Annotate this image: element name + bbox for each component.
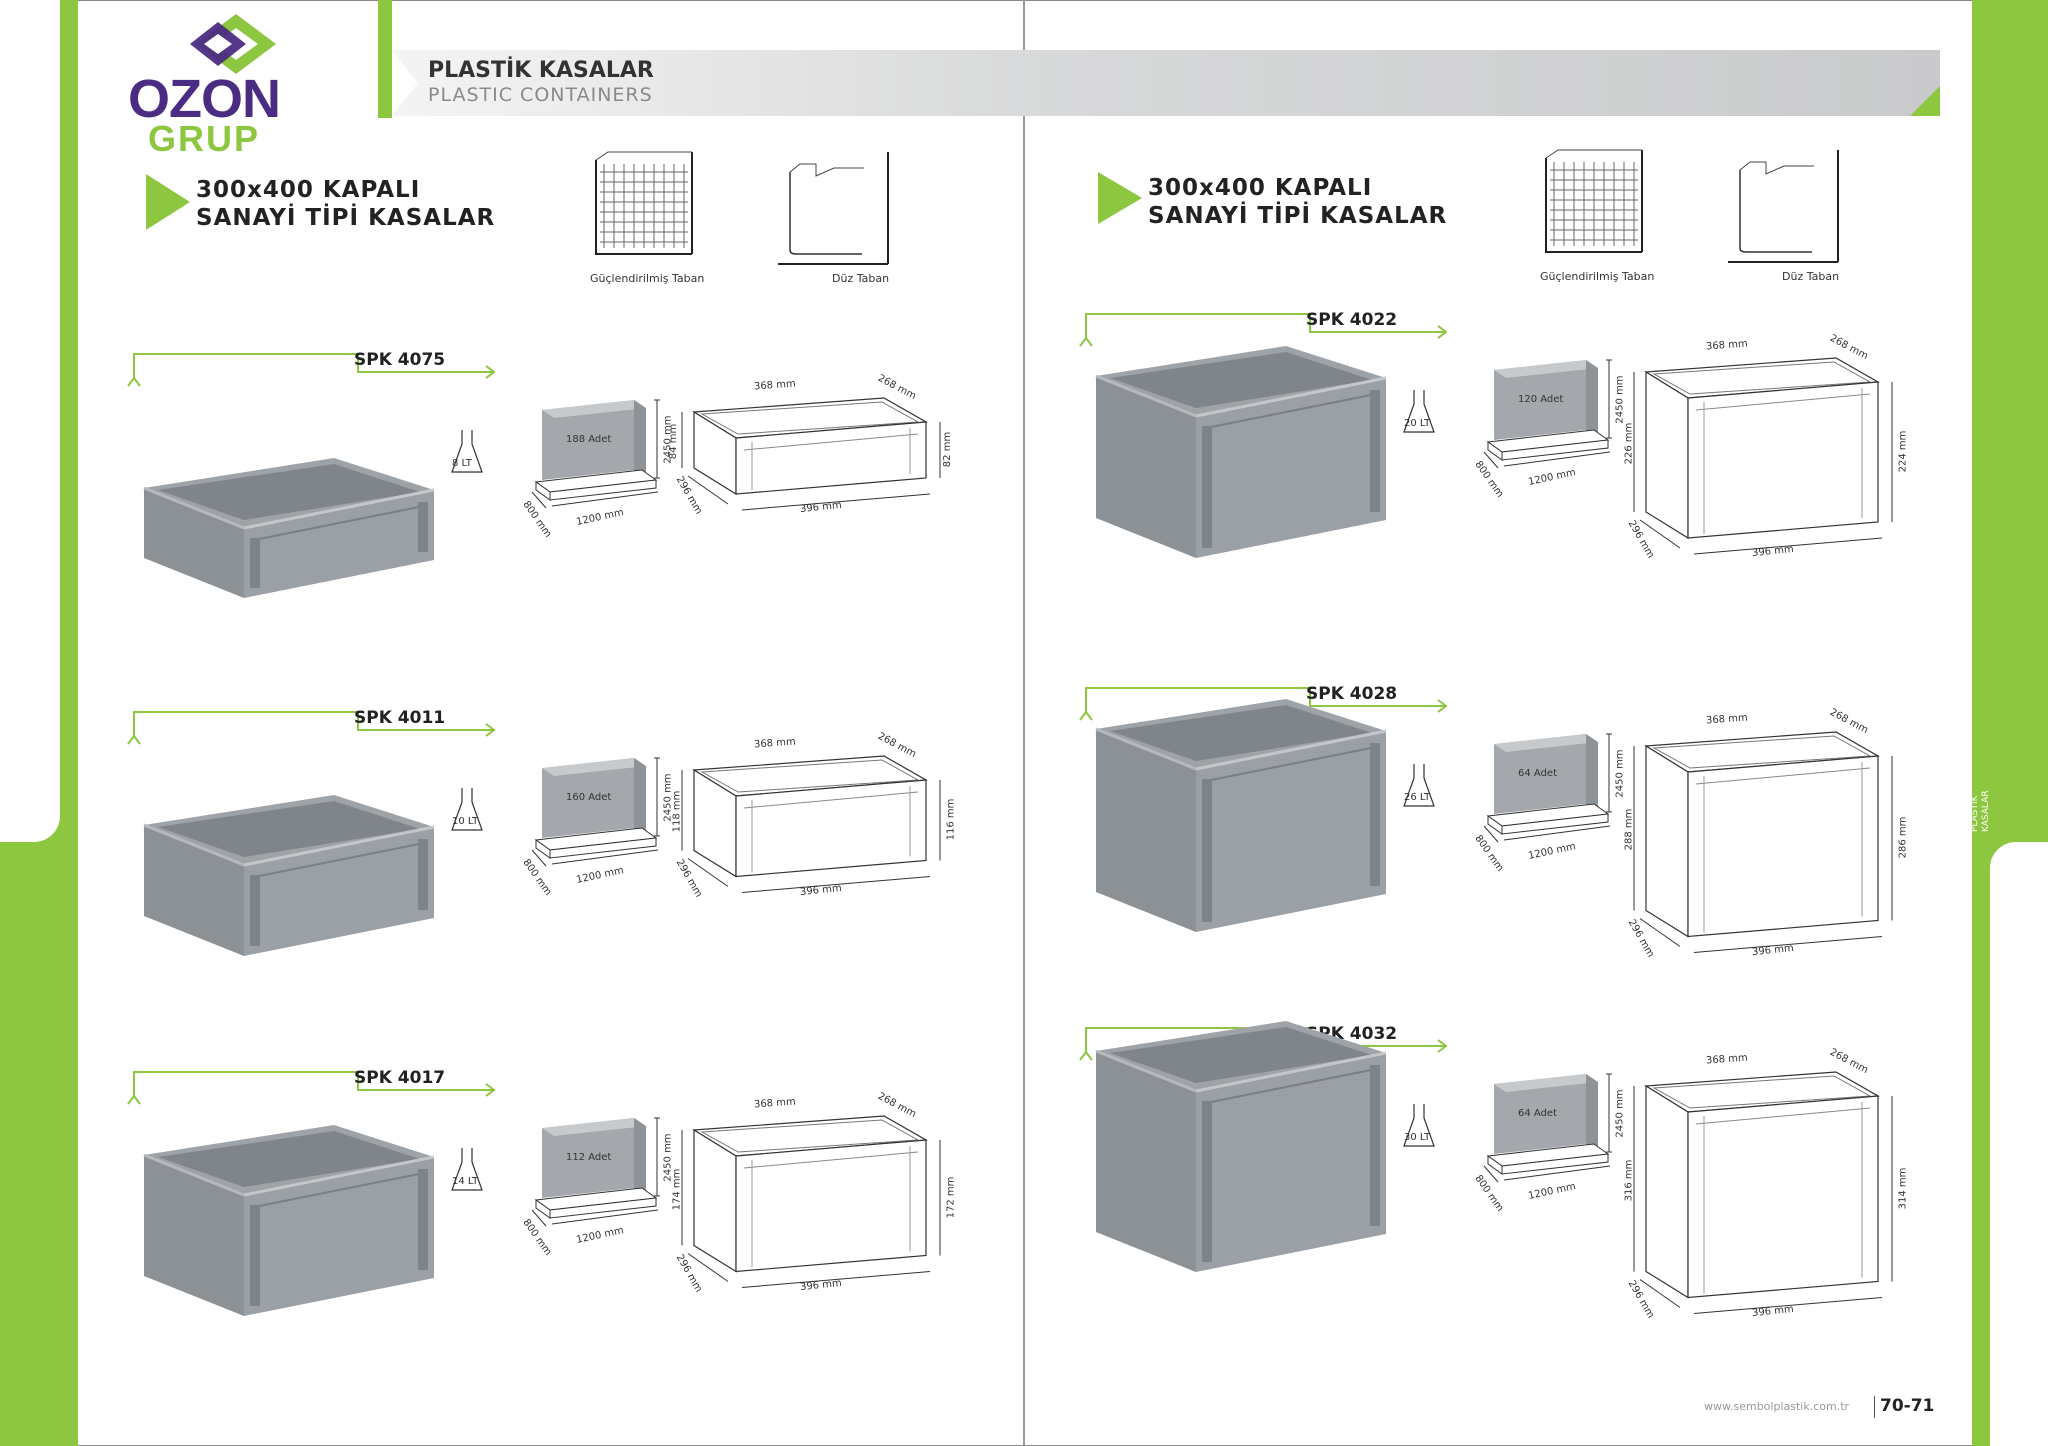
header-title-en: PLASTIC CONTAINERS [428, 84, 653, 106]
product-code: SPK 4011 [354, 708, 446, 728]
flat-base-icon [778, 152, 889, 265]
crate-photo [1095, 346, 1387, 558]
crate-dimension-drawing [1633, 357, 1893, 555]
left-edge-notch [0, 0, 60, 842]
volume-beaker-icon [1403, 1104, 1435, 1147]
volume-beaker-icon [451, 1148, 483, 1191]
crate-photo [143, 1125, 435, 1316]
crate-photo [143, 458, 435, 598]
product-code-bracket [127, 1071, 496, 1105]
inner-height-label: 224 mm [1897, 430, 1909, 473]
pallet-quantity: 64 Adet [1518, 768, 1557, 779]
volume-beaker-icon [451, 788, 483, 831]
volume-label: 10 LT [452, 816, 479, 827]
header-banner-notch [392, 50, 418, 116]
crate-dimension-drawing [1633, 731, 1893, 953]
footer-website[interactable]: www.sembolplastik.com.tr [1704, 1400, 1850, 1413]
product-code: SPK 4028 [1306, 684, 1398, 704]
inner-height-label: 82 mm [942, 431, 954, 468]
volume-label: 20 LT [1404, 418, 1431, 429]
pallet-height-label: 2450 mm [1614, 375, 1626, 424]
footer-divider [1874, 1396, 1875, 1418]
pallet-stack [1483, 1073, 1612, 1183]
product-code-bracket [1079, 313, 1448, 347]
product-code: SPK 4075 [354, 350, 446, 370]
crate-dimension-drawing [1633, 1071, 1893, 1314]
inner-height-label: 116 mm [945, 798, 957, 841]
inner-height-label: 286 mm [1897, 816, 1909, 859]
reinforced-base-label: Güçlendirilmiş Taban [590, 272, 705, 285]
pallet-stack [531, 1117, 660, 1227]
pallet-stack [531, 399, 660, 509]
pallet-stack [1483, 733, 1612, 843]
left-edge-strip [60, 0, 78, 842]
reinforced-base-icon-right [1545, 149, 1643, 253]
page-spine [1023, 0, 1025, 1446]
outer-height-label: 84 mm [668, 423, 680, 460]
crate-photo [143, 795, 435, 956]
side-tab-label: PLASTİK KASALAR [1970, 790, 1991, 832]
pallet-quantity: 112 Adet [566, 1152, 612, 1163]
crate-dimension-drawing [681, 397, 941, 511]
outer-height-label: 174 mm [671, 1168, 683, 1211]
logo-text-ozon: OZON [128, 69, 281, 129]
crate-dimension-drawing [681, 1115, 941, 1288]
volume-label: 26 LT [1404, 792, 1431, 803]
ozon-logo-mark [190, 14, 276, 74]
volume-beaker-icon [1403, 764, 1435, 807]
header-banner [392, 50, 1940, 116]
volume-label: 30 LT [1404, 1132, 1431, 1143]
right-edge-notch [1990, 842, 2048, 1446]
flat-base-icon-right [1728, 150, 1839, 263]
volume-label: 14 LT [452, 1176, 479, 1187]
volume-label: 8 LT [452, 458, 472, 469]
product-code-bracket [127, 711, 496, 745]
crate-photo [1095, 699, 1387, 932]
product-code: SPK 4017 [354, 1068, 446, 1088]
outer-height-label: 118 mm [671, 790, 683, 833]
inner-height-label: 314 mm [1897, 1167, 1909, 1210]
pallet-quantity: 188 Adet [566, 434, 612, 445]
logo-text-grup: GRUP [148, 118, 261, 159]
outer-height-label: 288 mm [1623, 808, 1635, 851]
header-accent-bar [378, 0, 392, 118]
crate-photo [1095, 1021, 1387, 1272]
outer-height-label: 226 mm [1623, 422, 1635, 465]
outer-height-label: 316 mm [1623, 1159, 1635, 1202]
pallet-height-label: 2450 mm [1614, 749, 1626, 798]
reinforced-base-label-right: Güçlendirilmiş Taban [1540, 270, 1655, 283]
flat-base-label-right: Düz Taban [1782, 270, 1840, 283]
product-code: SPK 4022 [1306, 310, 1398, 330]
pallet-stack [531, 757, 660, 867]
header-corner-mark [1910, 86, 1940, 116]
ozon-logo: OZON GRUP [126, 10, 326, 160]
flat-base-label: Düz Taban [832, 272, 890, 285]
crate-dimension-drawing [681, 755, 941, 893]
reinforced-base-icon [595, 151, 693, 255]
volume-beaker-icon [1403, 390, 1435, 433]
section-arrow-icon [146, 174, 190, 230]
product-code-bracket [127, 353, 496, 387]
inner-height-label: 172 mm [945, 1176, 957, 1219]
pallet-quantity: 160 Adet [566, 792, 612, 803]
pallet-quantity: 64 Adet [1518, 1108, 1557, 1119]
pallet-stack [1483, 359, 1612, 469]
volume-beaker-icon [451, 430, 483, 473]
product-code-bracket [1079, 687, 1448, 721]
section-title-right: 300x400 KAPALI SANAYİ TİPİ KASALAR [1148, 175, 1448, 229]
pallet-height-label: 2450 mm [1614, 1089, 1626, 1138]
section-arrow-icon-right [1098, 172, 1142, 224]
pallet-quantity: 120 Adet [1518, 394, 1564, 405]
footer-page-numbers: 70-71 [1880, 1396, 1935, 1416]
header-title-tr: PLASTİK KASALAR [428, 58, 654, 83]
bottom-length-label: 396 mm [1751, 1303, 1795, 1319]
section-title: 300x400 KAPALI SANAYİ TİPİ KASALAR [196, 177, 496, 231]
